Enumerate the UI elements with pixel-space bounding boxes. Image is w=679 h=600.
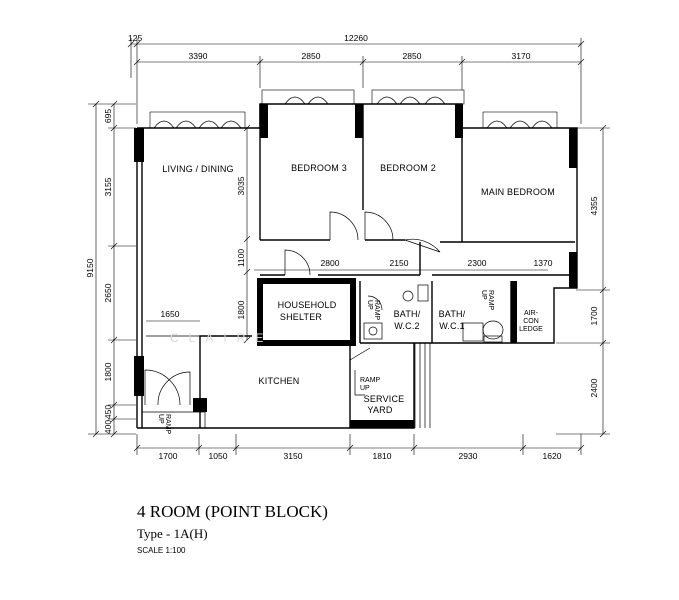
inner-dimension-lines — [146, 124, 548, 344]
dim-inner-3: 1800 — [236, 300, 246, 319]
dim-mid-1: 2800 — [321, 258, 340, 268]
ramp-label-entry-2: UP — [157, 414, 164, 424]
room-main-bedroom: MAIN BEDROOM — [481, 187, 555, 197]
room-service-yard-1: SERVICE — [364, 394, 405, 404]
room-bath-1-line2: W.C.1 — [439, 321, 465, 331]
dim-mid-2: 2150 — [390, 258, 409, 268]
dim-bottom-3: 3150 — [284, 451, 303, 461]
ramp-label-shelter-1: RAMP — [373, 300, 380, 321]
dim-top-seg-1: 3390 — [189, 51, 208, 61]
dim-right-2: 1700 — [589, 306, 599, 325]
room-bedroom-3: BEDROOM 3 — [291, 163, 347, 173]
windows — [149, 89, 558, 129]
dim-top-seg-2: 2850 — [302, 51, 321, 61]
dim-left-seg-4: 1800 — [103, 362, 113, 381]
dim-left-seg-5: 450 — [103, 405, 113, 419]
top-dimension-lines — [127, 38, 585, 124]
room-household-shelter-2: SHELTER — [280, 312, 323, 322]
fixtures — [142, 284, 504, 428]
bottom-dimension-lines — [133, 434, 585, 455]
dim-bottom-5: 2930 — [459, 451, 478, 461]
room-aircon-ledge-3: LEDGE — [519, 326, 543, 333]
room-bath-2-line1: BATH/ — [394, 309, 421, 319]
dim-mid-4: 1370 — [534, 258, 553, 268]
dim-bottom-1: 1700 — [159, 451, 178, 461]
dim-bottom-6: 1620 — [543, 451, 562, 461]
dim-inner-2: 1100 — [236, 249, 246, 268]
plan-type: Type - 1A(H) — [137, 526, 208, 541]
room-bath-1-line1: BATH/ — [439, 309, 466, 319]
ramp-label-bath-2: UP — [480, 290, 487, 300]
room-bath-2-line2: W.C.2 — [394, 321, 420, 331]
doors — [144, 211, 441, 406]
dim-top-seg-3: 2850 — [403, 51, 422, 61]
room-bedroom-2: BEDROOM 2 — [380, 163, 436, 173]
dim-bottom-4: 1810 — [373, 451, 392, 461]
dim-right-3: 2400 — [589, 378, 599, 397]
dim-left-overall: 9150 — [85, 258, 95, 277]
dim-top-overall: 12260 — [344, 33, 368, 43]
dim-right-1: 4355 — [589, 196, 599, 215]
right-dimension-lines — [556, 124, 610, 438]
dim-top-seg-4: 3170 — [512, 51, 531, 61]
ramp-label-shelter-2: UP — [366, 300, 373, 310]
dim-left-seg-1: 695 — [103, 109, 113, 123]
dim-bottom-2: 1050 — [209, 451, 228, 461]
dim-top-offset: 125 — [128, 33, 142, 43]
dim-left-seg-2: 3155 — [103, 177, 113, 196]
watermark: CLAIRE — [170, 331, 273, 345]
ramp-label-kitchen-1: RAMP — [360, 377, 381, 384]
dim-left-seg-3: 2650 — [103, 283, 113, 302]
room-service-yard-2: YARD — [367, 405, 392, 415]
ramp-label-entry-1: RAMP — [164, 414, 171, 435]
ramp-label-bath-1: RAMP — [487, 290, 494, 311]
room-household-shelter-1: HOUSEHOLD — [278, 300, 337, 310]
structural-columns — [134, 104, 577, 428]
dim-left-seg-6: 400 — [103, 420, 113, 434]
ramp-label-kitchen-2: UP — [360, 385, 370, 392]
dim-mid-3: 2300 — [468, 258, 487, 268]
plan-scale: SCALE 1:100 — [137, 546, 186, 555]
dim-inner-1: 3035 — [236, 176, 246, 195]
room-aircon-ledge-1: AIR- — [524, 310, 539, 317]
room-living-dining: LIVING / DINING — [162, 164, 234, 174]
dim-kitchen-width: 1650 — [161, 309, 180, 319]
plan-title: 4 ROOM (POINT BLOCK) — [137, 502, 328, 521]
room-kitchen: KITCHEN — [259, 376, 300, 386]
room-aircon-ledge-2: CON — [523, 318, 539, 325]
left-dimension-lines — [88, 100, 136, 438]
walls — [136, 103, 578, 429]
